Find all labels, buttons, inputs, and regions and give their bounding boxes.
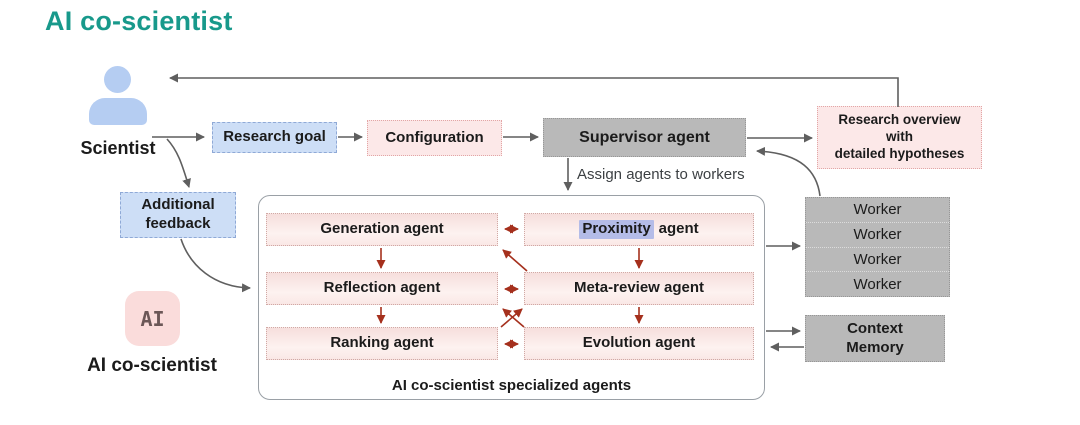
additional-feedback-line: Additional (141, 196, 215, 214)
additional-feedback-line: feedback (145, 215, 211, 232)
worker-row: Worker (806, 246, 949, 272)
worker-row: Worker (806, 221, 949, 247)
arrow-worker-to-supervisor (756, 146, 821, 197)
proximity-highlighted-text: Proximity (579, 220, 654, 239)
research-overview-line: Research overview (838, 112, 961, 128)
evolution-agent-box: Evolution agent (524, 327, 754, 360)
meta-review-agent-box: Meta-review agent (524, 272, 754, 305)
configuration-box: Configuration (367, 120, 502, 156)
context-memory-line: Context (847, 319, 903, 337)
arrow-feedback-to-container (180, 238, 251, 293)
ai-badge-text: AI (140, 306, 165, 331)
specialized-agents-caption: AI co-scientist specialized agents (391, 377, 632, 394)
ai-badge-icon: AI (125, 291, 180, 346)
arrow-overview-to-scientist (169, 73, 899, 107)
page-title: AI co-scientist (45, 6, 233, 36)
context-memory-line: Memory (846, 338, 904, 356)
proximity-agent-text: agent (658, 220, 699, 238)
research-overview-line: with (886, 129, 913, 145)
additional-feedback-box: Additional feedback (120, 192, 236, 238)
research-goal-box: Research goal (212, 122, 337, 153)
worker-row: Worker (853, 201, 902, 219)
generation-agent-box: Generation agent (266, 213, 498, 246)
research-overview-box: Research overview with detailed hypothes… (817, 106, 982, 169)
proximity-agent-box: Proximity agent (524, 213, 754, 246)
scientist-label: Scientist (80, 138, 156, 158)
worker-row: Worker (806, 271, 949, 296)
assign-agents-label: Assign agents to workers (577, 166, 745, 183)
context-memory-box: Context Memory (805, 315, 945, 362)
ranking-agent-box: Ranking agent (266, 327, 498, 360)
reflection-agent-box: Reflection agent (266, 272, 498, 305)
workers-box: Worker Worker Worker Worker (805, 197, 950, 297)
ai-co-scientist-label: AI co-scientist (87, 355, 217, 376)
supervisor-agent-box: Supervisor agent (543, 118, 746, 157)
person-icon (104, 66, 131, 93)
research-overview-line: detailed hypotheses (834, 145, 965, 161)
person-icon-body (89, 98, 147, 125)
